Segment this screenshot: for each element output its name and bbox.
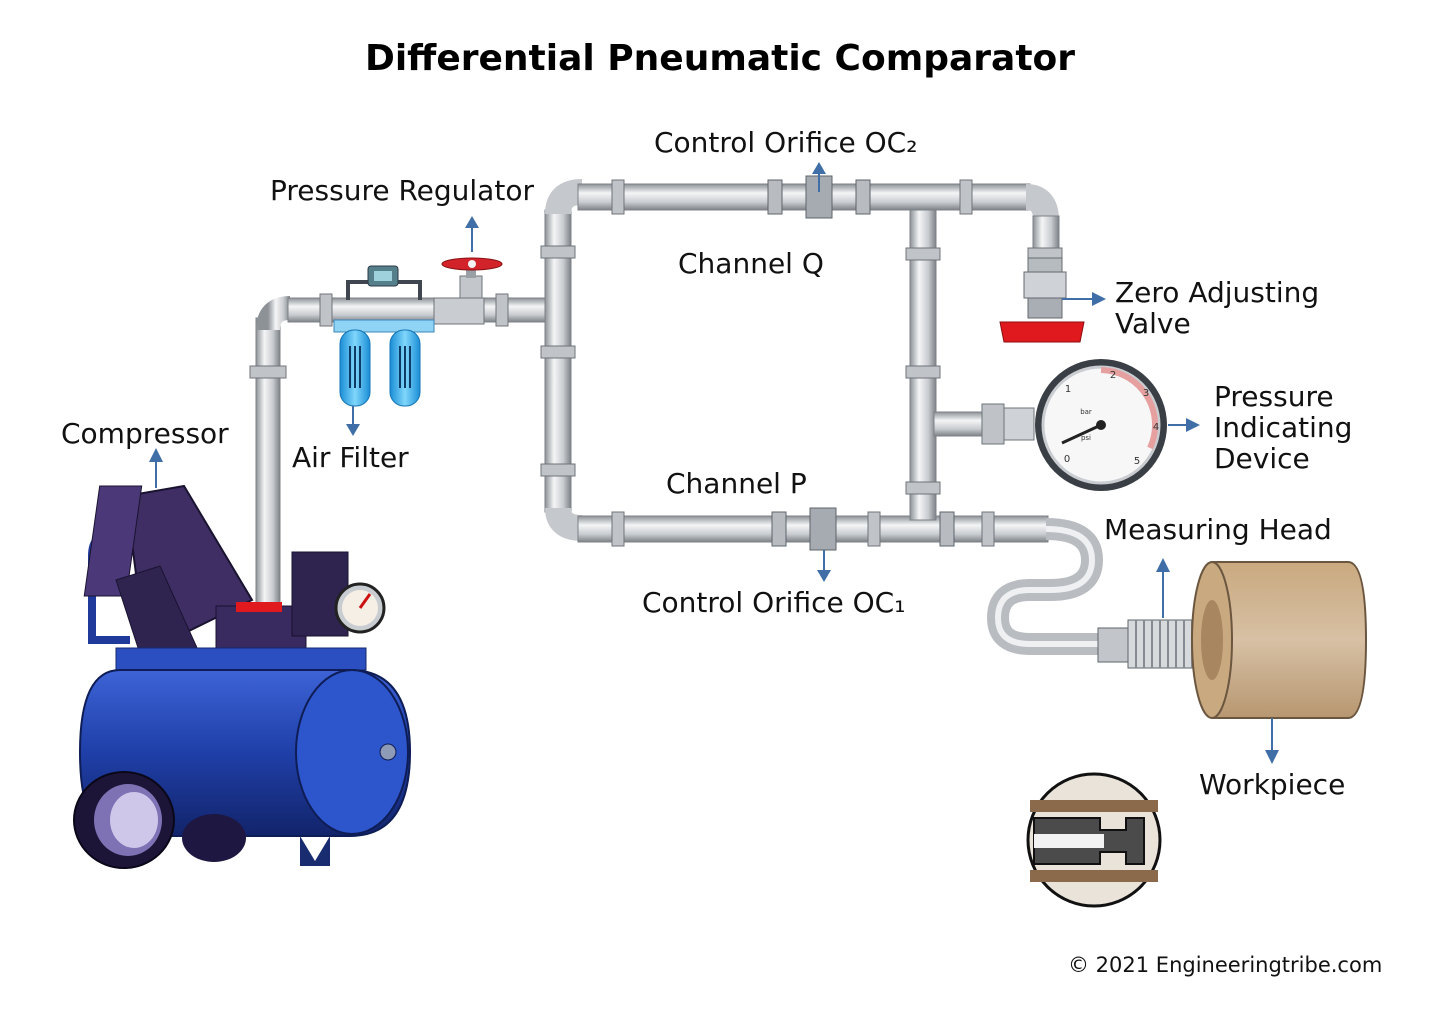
label-zero-adjusting-line2: Valve <box>1115 307 1191 340</box>
gauge-unit-bar: bar <box>1080 408 1092 416</box>
orifice-detail-inset <box>1026 772 1162 908</box>
zero-adjusting-valve <box>999 257 1085 343</box>
gauge-tick-2: 2 <box>1110 370 1116 381</box>
pressure-indicating-device: 0 1 2 3 4 5 bar psi <box>981 359 1167 491</box>
workpiece <box>1191 561 1368 719</box>
compressor <box>73 484 412 869</box>
pipe-network <box>249 175 1104 655</box>
channel-q-pipe <box>577 183 1031 211</box>
label-control-orifice-oc2: Control Orifice OC₂ <box>654 126 918 159</box>
diagram-title: Differential Pneumatic Comparator <box>364 38 1076 79</box>
label-compressor: Compressor <box>61 417 229 450</box>
pressure-regulator <box>433 257 503 325</box>
label-control-orifice-oc1: Control Orifice OC₁ <box>642 586 906 619</box>
gauge-tick-1: 1 <box>1065 384 1071 395</box>
label-zero-adjusting-line1: Zero Adjusting <box>1115 276 1320 309</box>
gauge-tick-3: 3 <box>1143 388 1149 399</box>
gauge-unit-psi: psi <box>1081 434 1091 442</box>
compressor-riser-pipe <box>255 317 281 619</box>
air-filter <box>333 265 435 407</box>
label-channel-q: Channel Q <box>678 247 824 280</box>
label-pressure-indicating-line2: Indicating <box>1214 411 1353 444</box>
label-arrows <box>149 162 1279 764</box>
label-workpiece: Workpiece <box>1199 768 1346 801</box>
gauge-tick-0: 0 <box>1064 454 1070 465</box>
label-channel-p: Channel P <box>666 467 807 500</box>
gauge-tick-5: 5 <box>1134 456 1140 467</box>
label-pressure-regulator: Pressure Regulator <box>270 174 534 207</box>
gauge-needle-icon <box>1061 423 1102 445</box>
label-pressure-indicating-line1: Pressure <box>1214 380 1334 413</box>
valve-handle-icon <box>999 321 1085 343</box>
cross-link-pipe <box>909 209 937 521</box>
copyright-text: © 2021 Engineeringtribe.com <box>1068 953 1383 977</box>
gauge-tick-4: 4 <box>1153 422 1159 433</box>
label-air-filter: Air Filter <box>292 441 409 474</box>
label-measuring-head: Measuring Head <box>1104 513 1332 546</box>
label-pressure-indicating-line3: Device <box>1214 442 1310 475</box>
